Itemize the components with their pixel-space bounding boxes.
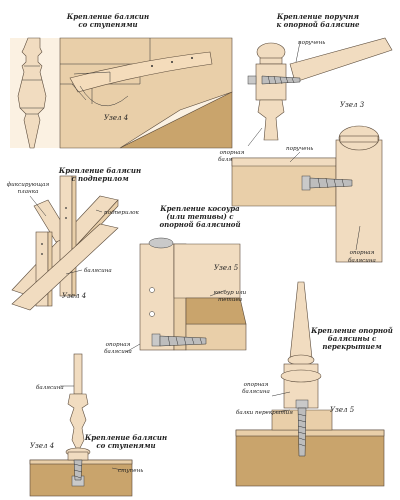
panel1-title-l2: со ступенями [78,20,137,29]
panel3-title-l1: Крепление балясин [58,166,141,175]
panel4-support-l1: опорная [106,342,131,348]
panel4-support-l2: балясина [104,348,132,355]
panel4-node: Узел 5 [214,264,239,272]
panel4-title-l3: опорной балясиной [159,220,240,229]
panel3-fix-l2: планка [18,189,39,195]
panel-baluster-step-bottom: балясина Узел 4 Крепление балясин со сту… [29,353,167,497]
panel5-support-l2: балясина [242,388,270,395]
panel2-title-l1: Крепление поручня [276,12,359,21]
panel5-title-l3: перекрытием [322,342,382,351]
panel3-fix-l1: фиксирующая [7,181,50,188]
panel-balusters-steps-top: Крепление балясин со ступенями Узел 4 [10,12,233,149]
panel6-step-label: ступень [118,468,143,474]
panel4-title-l2: (или тетивы) с [166,212,234,221]
panel5-joists-label: балки перекрытия [236,409,293,416]
panel5-title-l1: Крепление опорной [310,326,393,335]
panel5-node: Узел 5 [330,406,355,414]
panel6-title-l1: Крепление балясин [84,433,167,442]
panel3-baluster-label: балясина [84,267,112,274]
panel1-title-l1: Крепление балясин [66,12,149,21]
panel4-title-l1: Крепление косоура [159,204,240,213]
panel-support-floor: Крепление опорной балясины с перекрытием… [235,281,393,487]
panel4-stringer-l1: косоур или [214,290,247,296]
panel2-node: Узел 3 [340,101,365,109]
panel3-title-l2: с подперилом [71,174,129,183]
panel2-support-l1: опорная [220,150,245,156]
panel1-node: Узел 4 [104,114,128,122]
panel2b-support-l2: балясина [348,257,376,264]
panel4-stringer-l2: тетива [218,297,242,303]
panel2-title-l2: к опорной балясине [277,20,361,29]
panel2-handrail-label: поручень [298,40,325,46]
panel5-support-l1: опорная [244,382,269,388]
panel6-title-l2: со ступенями [96,441,155,450]
panel-balusters-subrail: Крепление балясин с подперилом фиксирующ… [7,166,141,311]
panel5-title-l2: балясины с [328,334,377,343]
panel6-node: Узел 4 [30,442,54,450]
panel-stringer-support: Крепление косоура (или тетивы) с опорной… [104,204,247,355]
panel6-baluster-label: балясина [36,384,64,391]
panel3-node: Узел 4 [62,292,86,300]
panel3-subrail-label: подперилок [104,210,140,216]
panel2b-support-l1: опорная [350,250,375,256]
panel2b-handrail-label: поручень [286,146,313,152]
panel-handrail-support-top: Крепление поручня к опорной балясине пор… [218,12,393,264]
